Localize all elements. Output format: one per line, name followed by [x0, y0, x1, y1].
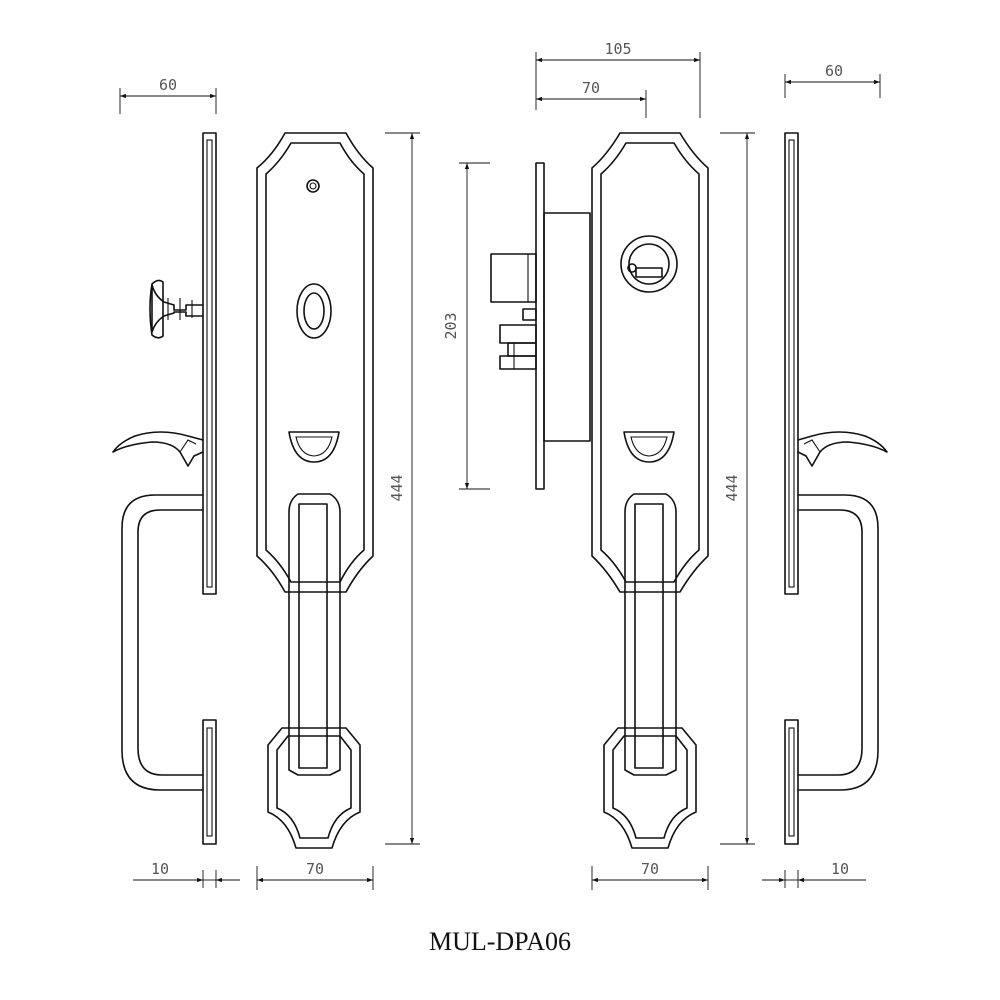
- grip-side: [121, 494, 204, 791]
- grip-side-right: [797, 494, 879, 791]
- dim-left-front-height: 444: [388, 474, 406, 501]
- dim-right-side-thickness: 10: [831, 860, 849, 878]
- dim-right-back-width: 70: [641, 860, 659, 878]
- grip-front: [288, 493, 341, 776]
- right-back-view: [591, 132, 709, 849]
- dim-mortise-height: 203: [442, 312, 460, 339]
- dim-back-plate-width: 70: [582, 79, 600, 97]
- left-front-view: [256, 132, 374, 849]
- model-title: MUL-DPA06: [429, 927, 571, 956]
- dim-back-overall-width: 105: [604, 40, 631, 58]
- escutcheon-back-outer: [591, 132, 709, 593]
- mortise-view: [490, 162, 591, 490]
- lever-side-right: [797, 431, 888, 467]
- dimension-lines: [119, 52, 881, 890]
- thumb-turn-knob: [149, 279, 204, 339]
- lever-side: [112, 431, 204, 467]
- left-side-view: [112, 132, 217, 845]
- cylinder: [620, 235, 678, 293]
- dim-right-side-width: 60: [825, 62, 843, 80]
- dim-left-front-width: 70: [306, 860, 324, 878]
- dim-left-side-width: 60: [159, 76, 177, 94]
- dimension-labels: 60 10 70 444 203 105 70 444 70 60 10: [151, 40, 849, 878]
- dim-left-side-thickness: 10: [151, 860, 169, 878]
- escutcheon-outer: [256, 132, 374, 593]
- right-side-view: [784, 132, 888, 845]
- dim-right-back-height: 444: [723, 474, 741, 501]
